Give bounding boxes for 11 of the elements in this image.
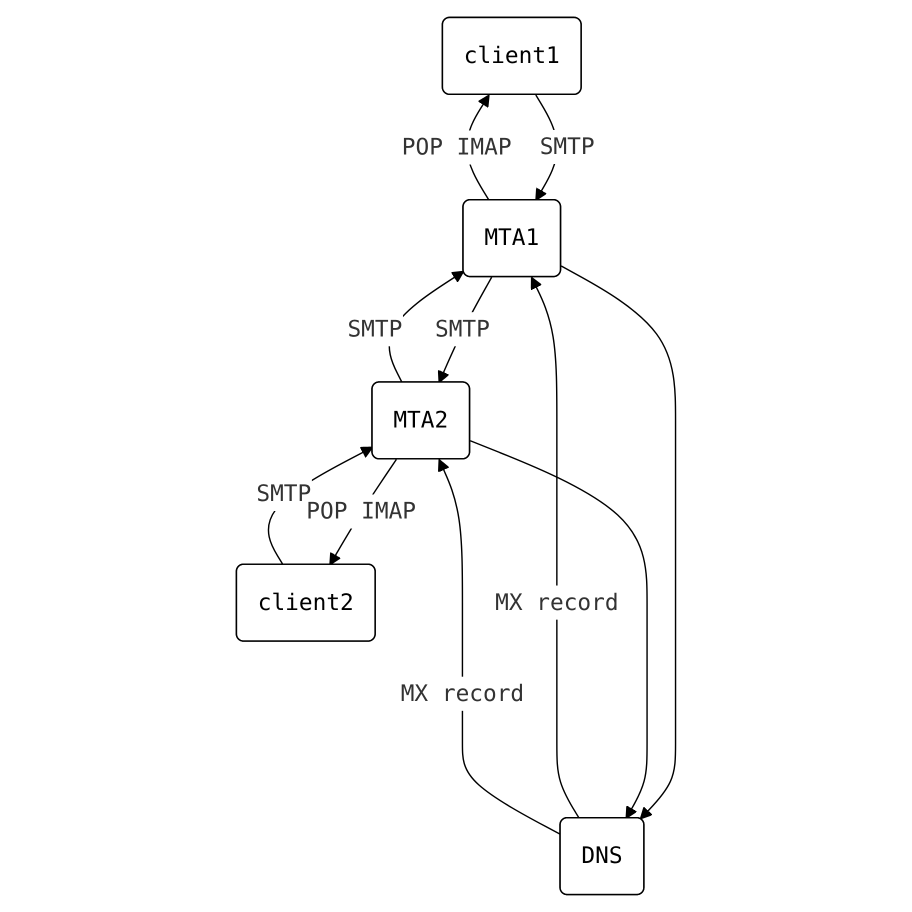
edge-label: SMTP bbox=[435, 315, 490, 342]
arrow bbox=[560, 265, 676, 820]
arrow bbox=[438, 459, 562, 836]
edge-label: MX record bbox=[400, 680, 524, 707]
arrow bbox=[470, 440, 648, 819]
edge-label: POP IMAP bbox=[306, 497, 416, 524]
edge-label: MX record bbox=[495, 588, 619, 616]
arrow bbox=[530, 276, 580, 819]
edge-label: SMTP bbox=[347, 315, 402, 342]
edge-label: SMTP bbox=[540, 132, 595, 160]
edge-label: POP IMAP bbox=[402, 133, 512, 160]
